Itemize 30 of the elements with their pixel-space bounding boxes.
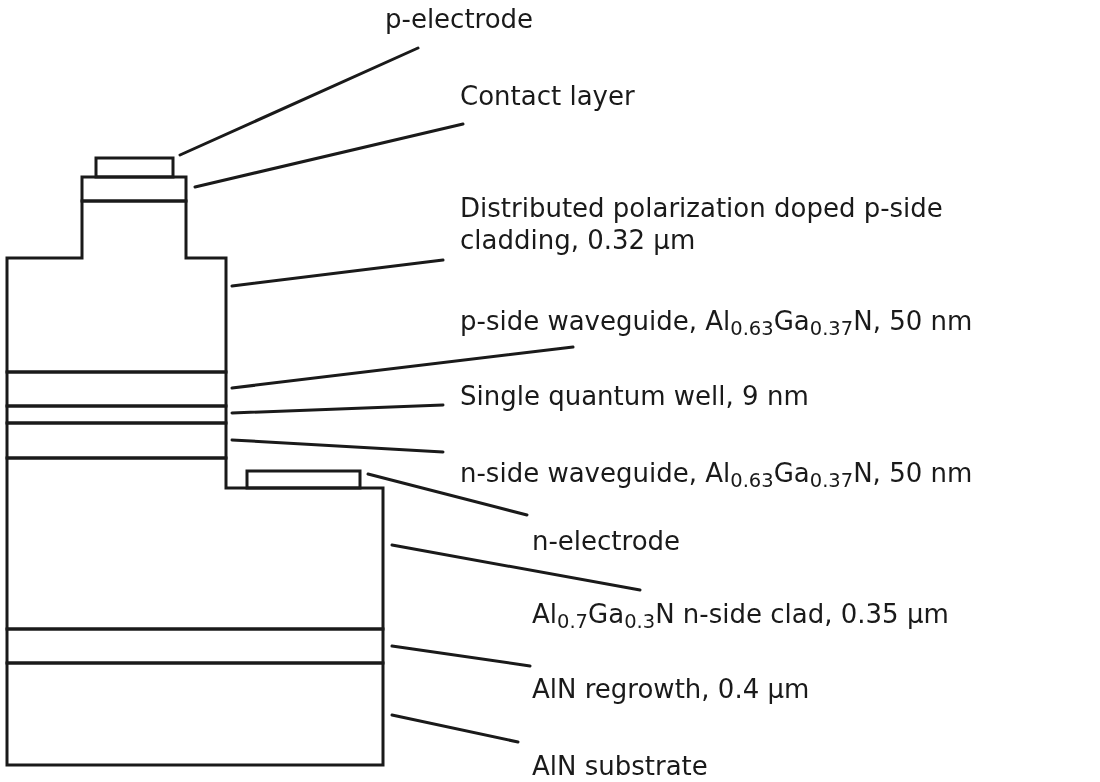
leader-line — [230, 345, 575, 390]
layer-outline — [5, 456, 385, 631]
layer-label: n-electrode — [532, 525, 681, 557]
leader-line — [178, 46, 420, 157]
leader-line — [390, 543, 642, 592]
layer-outline — [5, 404, 228, 425]
leader-line — [390, 713, 520, 744]
layer-label: p-side waveguide, Al$_{0.63}$Ga$_{0.37}$N, 50 nm — [460, 305, 973, 337]
layer-outline — [94, 156, 175, 179]
layer-outline — [5, 661, 385, 767]
layer-outline — [5, 370, 228, 408]
layer-outline — [5, 627, 385, 665]
layer-label: Contact layer — [460, 80, 635, 112]
leader-line — [390, 644, 532, 668]
layer-label: AlN regrowth, 0.4 µm — [532, 673, 810, 705]
layer-label: Distributed polarization doped p-side cladding, 0.32 µm — [460, 192, 980, 256]
layer-label: AlN substrate — [532, 750, 708, 782]
leader-line — [230, 403, 445, 415]
layer-outline — [245, 469, 362, 490]
leader-line — [230, 258, 445, 288]
leader-line — [193, 122, 465, 189]
layer-label: p-electrode — [385, 3, 534, 35]
layer-label: Al$_{0.7}$Ga$_{0.3}$N n-side clad, 0.35 µm — [532, 598, 949, 630]
layer-outline — [80, 175, 188, 203]
layer-label: n-side waveguide, Al$_{0.63}$Ga$_{0.37}$N, 50 nm — [460, 457, 973, 489]
layer-outline — [5, 421, 228, 460]
leader-line — [366, 472, 529, 517]
layer-label: Single quantum well, 9 nm — [460, 380, 809, 412]
layer-outline — [5, 199, 228, 374]
leader-line — [230, 438, 445, 454]
